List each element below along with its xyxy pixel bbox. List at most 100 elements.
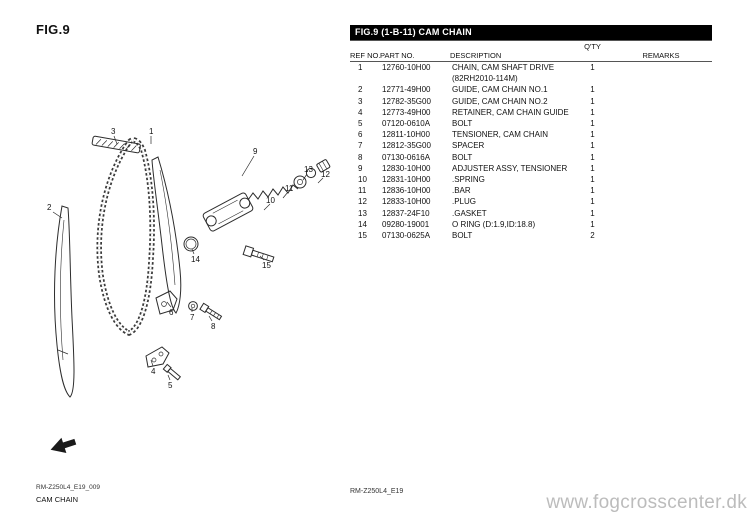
- callout-7: 7: [190, 313, 195, 322]
- table-row: 3 12782-35G00 GUIDE, CAM CHAIN NO.2 1: [350, 96, 712, 107]
- header-spacer: [610, 42, 712, 51]
- cell-remarks: [610, 185, 712, 196]
- tensioner-adjuster-assembly-part: [202, 159, 331, 232]
- cell-qty: 1: [590, 107, 595, 117]
- cell-description: GUIDE, CAM CHAIN NO.1: [452, 85, 548, 95]
- cell-ref-no: 7: [358, 141, 363, 151]
- cell-ref-no: 14: [358, 219, 367, 229]
- cell-part-no: 12831-10H00: [382, 175, 431, 185]
- column-header-desc: DESCRIPTION: [450, 51, 502, 60]
- cell-ref-no: 2: [358, 85, 363, 95]
- cell-remarks: [610, 62, 712, 73]
- cell-remarks: [610, 118, 712, 129]
- table-row: 14 09280-19001 O RING (D:1.9,ID:18.8) 1: [350, 219, 712, 230]
- callout-15: 15: [262, 261, 271, 270]
- cell-remarks: [610, 107, 712, 118]
- table-row: 6 12811-10H00 TENSIONER, CAM CHAIN 1: [350, 129, 712, 140]
- cell-part-no: 12833-10H00: [382, 197, 431, 207]
- cell-part-no: 12773-49H00: [382, 107, 431, 117]
- callout-2: 2: [47, 203, 52, 212]
- cell-part-no: [380, 73, 450, 84]
- table-row: 15 07130-0625A BOLT 2: [350, 230, 712, 241]
- cell-part-no: 09280-19001: [382, 219, 430, 229]
- cell-part-no: 12811-10H00: [382, 130, 430, 140]
- header-spacer: [350, 42, 380, 51]
- callout-10: 10: [266, 196, 275, 205]
- callout-3: 3: [111, 127, 116, 136]
- cell-description: BOLT: [452, 231, 473, 241]
- diagram-callouts: 3 1 2 9 13 12 11 10 14 15 6 7 8 4 5: [47, 127, 330, 390]
- cell-part-no: 12760-10H00: [382, 63, 431, 72]
- cell-qty: 1: [590, 96, 595, 106]
- cell-remarks: [610, 196, 712, 207]
- table-header: Q'TY REF NO. PART NO. DESCRIPTION REMARK…: [350, 40, 712, 62]
- table-row: 9 12830-10H00 ADJUSTER ASSY, TENSIONER 1: [350, 163, 712, 174]
- column-header-ref: REF NO.: [350, 51, 381, 60]
- tensioner-part: [155, 290, 178, 315]
- cell-part-no: 12812-35G00: [382, 141, 431, 151]
- cell-description: CHAIN, CAM SHAFT DRIVE: [452, 63, 555, 72]
- figure-label: FIG.9: [36, 22, 71, 37]
- table-row: 8 07130-0616A BOLT 1: [350, 152, 712, 163]
- document-code: RM-Z250L4_E19_009: [36, 484, 100, 491]
- header-spacer: [380, 42, 450, 51]
- cell-ref-no: 5: [358, 119, 363, 129]
- cell-qty: 1: [590, 208, 595, 218]
- cell-ref-no: 15: [358, 231, 367, 241]
- cam-chain-part: [96, 137, 155, 336]
- cell-ref-no: 11: [358, 186, 367, 196]
- watermark-text: www.fogcrosscenter.dk: [546, 492, 747, 513]
- cell-remarks: [610, 96, 712, 107]
- cell-ref-no: 4: [358, 107, 363, 117]
- table-row: 13 12837-24F10 .GASKET 1: [350, 208, 712, 219]
- table-title-bar: FIG.9 (1-B-11) CAM CHAIN: [350, 25, 712, 40]
- table-row: 4 12773-49H00 RETAINER, CAM CHAIN GUIDE …: [350, 107, 712, 118]
- cell-part-no: 07130-0616A: [382, 152, 431, 162]
- table-row: 1 12760-10H00 CHAIN, CAM SHAFT DRIVE 1: [350, 62, 712, 73]
- cell-part-no: 07120-0610A: [382, 119, 431, 129]
- table-row: 5 07120-0610A BOLT 1: [350, 118, 712, 129]
- cell-part-no: 12836-10H00: [382, 186, 431, 196]
- cell-remarks: [610, 208, 712, 219]
- retainer-part: [145, 346, 170, 368]
- callout-4: 4: [151, 367, 156, 376]
- cell-ref-no: [350, 73, 380, 84]
- cell-remarks: [610, 84, 712, 95]
- callout-1: 1: [149, 127, 154, 136]
- cell-qty: 1: [590, 197, 595, 207]
- exploded-parts-diagram: 3 1 2 9 13 12 11 10 14 15 6 7 8 4 5: [0, 60, 360, 480]
- callout-9: 9: [253, 147, 258, 156]
- table-row: 12 12833-10H00 .PLUG 1: [350, 196, 712, 207]
- cell-ref-no: 1: [358, 63, 363, 72]
- callout-11: 11: [285, 184, 294, 193]
- cell-remarks: [610, 140, 712, 151]
- cell-part-no: 12830-10H00: [382, 163, 431, 173]
- callout-8: 8: [211, 322, 216, 331]
- parts-table-panel: FIG.9 (1-B-11) CAM CHAIN Q'TY REF NO. PA…: [350, 25, 712, 241]
- callout-6: 6: [169, 308, 174, 317]
- cell-qty: 1: [590, 63, 595, 72]
- cell-ref-no: 9: [358, 163, 363, 173]
- cell-qty: 1: [590, 85, 595, 95]
- callout-14: 14: [191, 255, 200, 264]
- gasket-part: [305, 167, 317, 179]
- table-row: 10 12831-10H00 .SPRING 1: [350, 174, 712, 185]
- cell-description: .SPRING: [452, 175, 485, 185]
- cell-description: BOLT: [452, 152, 473, 162]
- cell-ref-no: 8: [358, 152, 363, 162]
- cell-description: TENSIONER, CAM CHAIN: [452, 130, 549, 140]
- header-spacer: [575, 51, 610, 60]
- cam-chain-diagram-drawing: 3 1 2 9 13 12 11 10 14 15 6 7 8 4 5: [47, 127, 331, 453]
- callout-leader-lines: [52, 135, 324, 381]
- cell-part-no: 12782-35G00: [382, 96, 431, 106]
- document-center-code: RM-Z250L4_E19: [350, 488, 404, 495]
- document-title: CAM CHAIN: [36, 495, 79, 504]
- cell-description: .GASKET: [452, 208, 487, 218]
- cell-qty: 1: [590, 119, 595, 129]
- chain-guide-rail: [151, 156, 182, 314]
- cell-remarks: [610, 129, 712, 140]
- cell-description: ADJUSTER ASSY, TENSIONER: [452, 163, 568, 173]
- cell-qty: [575, 73, 610, 84]
- cell-part-no: 12771-49H00: [382, 85, 431, 95]
- cell-remarks: [610, 163, 712, 174]
